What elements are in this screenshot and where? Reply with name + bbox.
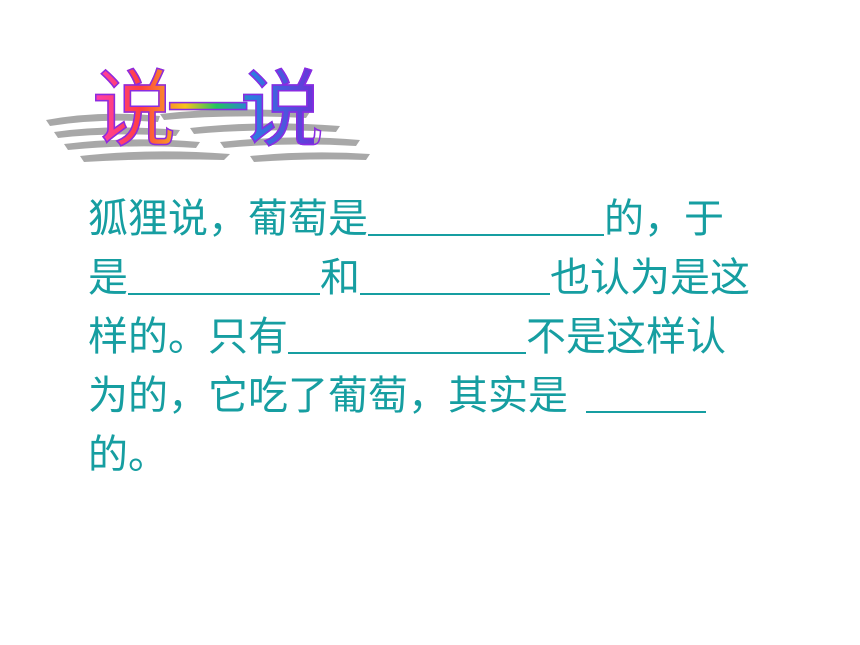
line-text: 的，于	[604, 196, 724, 242]
paragraph-line-5: 的。	[88, 426, 808, 485]
line-text: 狐狸说，葡萄是	[88, 196, 368, 242]
line-text: 为的，它吃了葡萄，其实是	[88, 373, 568, 419]
line-text: 是	[88, 255, 128, 301]
paragraph-line-2: 是 和 也认为是这	[88, 249, 808, 308]
line-text: 样的。只有	[88, 314, 288, 360]
answer-blank-4[interactable]	[288, 308, 526, 354]
answer-blank-2[interactable]	[128, 249, 320, 295]
line-text: 不是这样认	[526, 314, 726, 360]
answer-blank-5[interactable]	[586, 367, 706, 413]
wordart-title: 说一说	[40, 62, 380, 172]
line-text: 和	[320, 255, 360, 301]
page-title: 说一说	[91, 61, 325, 159]
line-text: 的。	[88, 432, 168, 478]
paragraph-line-1: 狐狸说，葡萄是 的，于	[88, 190, 808, 249]
paragraph-line-3: 样的。只有 不是这样认	[88, 308, 808, 367]
fill-in-paragraph: 狐狸说，葡萄是 的，于 是 和 也认为是这 样的。只有 不是这样认 为的，它吃了葡萄，其…	[88, 190, 808, 485]
answer-blank-1[interactable]	[368, 190, 604, 236]
line-text: 也认为是这	[550, 255, 750, 301]
title-shadow-streaks	[46, 109, 370, 162]
paragraph-line-4: 为的，它吃了葡萄，其实是	[88, 367, 808, 426]
answer-blank-3[interactable]	[360, 249, 550, 295]
